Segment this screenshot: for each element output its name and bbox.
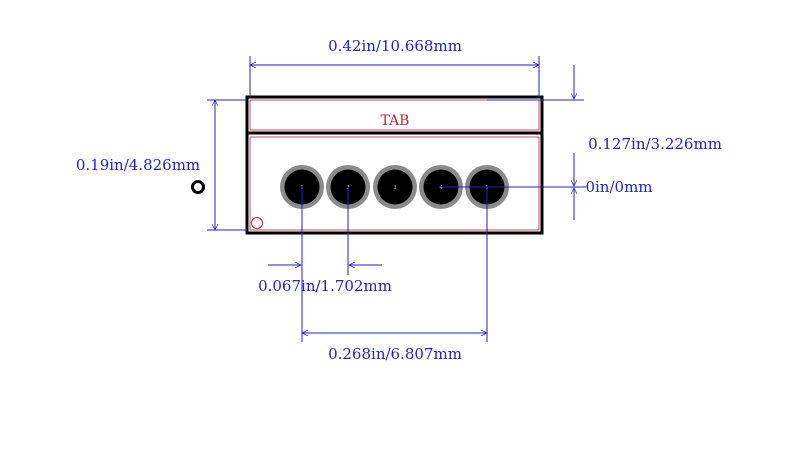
pin1-indicator [251,217,263,229]
dimension-row-offset [441,171,586,220]
tab-offset-label: 0.127in/3.226mm [588,135,722,153]
package-outline [245,95,544,235]
pitch-label: 0.067in/1.702mm [258,277,392,295]
row-offset-label: 0in/0mm [585,178,652,196]
tab-label: TAB [381,113,410,129]
pad-number: 4 [439,185,442,191]
dimension-tab-offset [487,65,584,183]
dimension-overall-width [250,56,539,97]
courtyard-outline [249,99,540,231]
dimension-overall-height [207,100,247,230]
pin-span-label: 0.268in/6.807mm [328,345,462,363]
origin-marker [191,180,205,194]
overall-height-label: 0.19in/4.826mm [76,156,200,174]
pad-number: 3 [393,185,396,191]
overall-width-label: 0.42in/10.668mm [328,37,462,55]
pad-3: 3 [373,165,417,209]
dimension-pitch [268,187,382,342]
dimension-pin-span [302,187,487,342]
